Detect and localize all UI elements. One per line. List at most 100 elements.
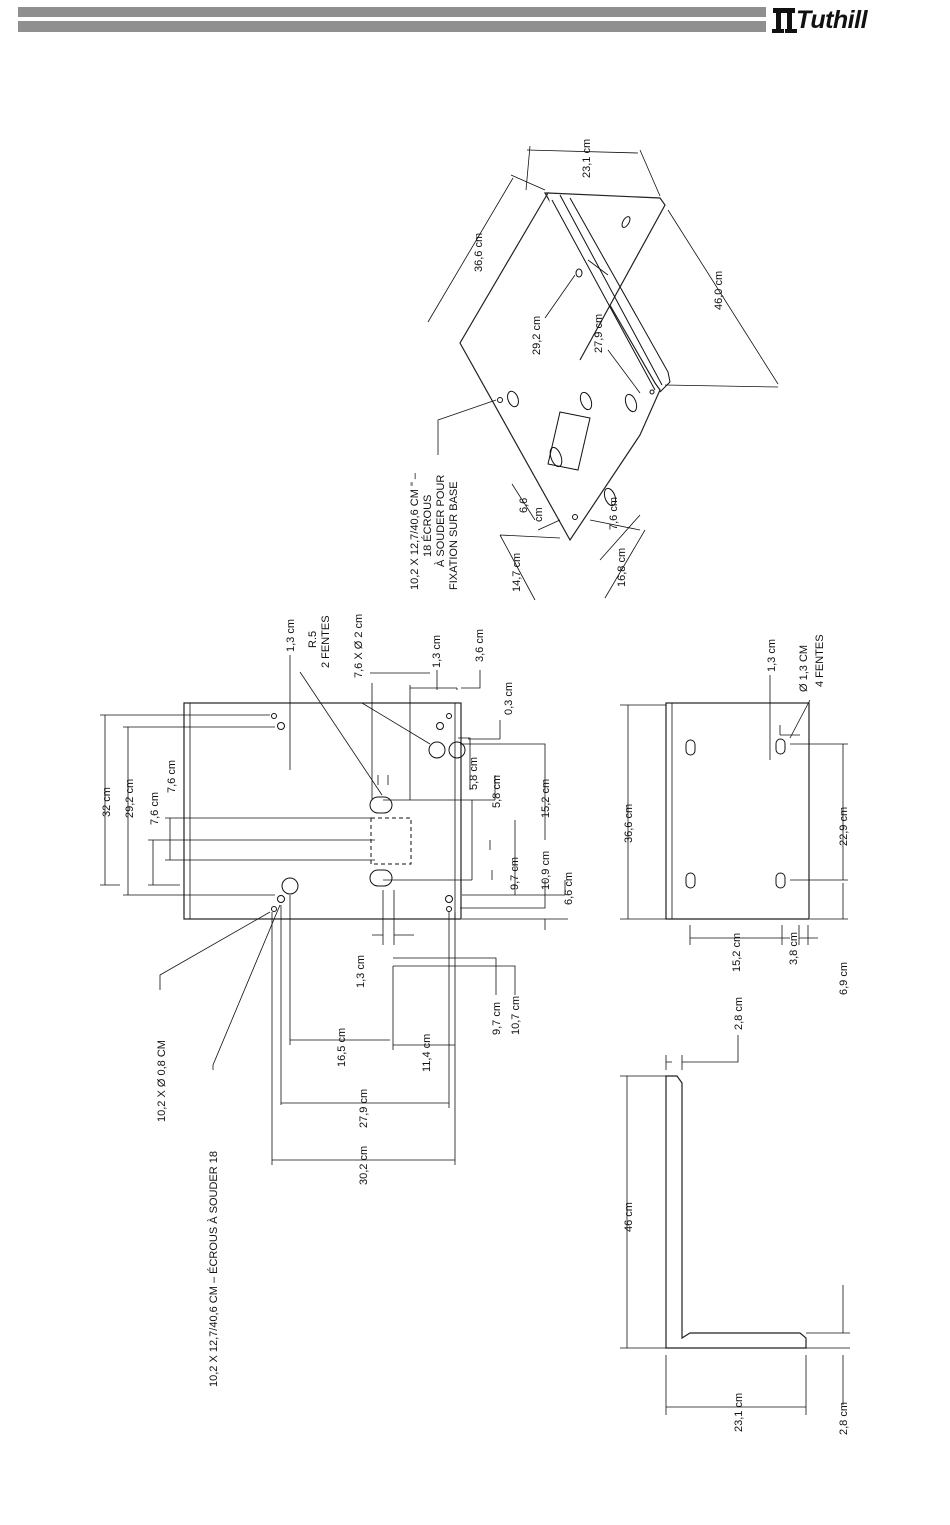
end-dim-46: 46 cm bbox=[623, 1202, 635, 1232]
back-flange-iso bbox=[547, 192, 666, 361]
plan-dim-27-9: 27,9 cm bbox=[358, 1089, 370, 1128]
dim-0-3 bbox=[458, 670, 501, 790]
plan-dim-5-8-a: 5,8 cm bbox=[468, 757, 480, 790]
dim-36-6-side bbox=[620, 704, 666, 920]
slot-1 bbox=[369, 796, 393, 814]
side-dim-22-9: 22,9 cm bbox=[838, 807, 850, 846]
iso-dim-7-6: 7,6 cm bbox=[608, 497, 620, 530]
plan-dim-1-3-mid: 1,3 cm bbox=[355, 955, 367, 988]
header-rule-top bbox=[18, 7, 766, 17]
hole-2 bbox=[446, 713, 452, 719]
iso-note-line-1: 10,2 X 12,7/40,6 CM " – bbox=[409, 472, 421, 590]
side-dim-15-2: 15,2 cm bbox=[731, 933, 743, 972]
dim-plan-top bbox=[289, 655, 458, 800]
iso-dim-36-6: 36,6 cm bbox=[473, 233, 485, 272]
side-dim-1-3: 1,3 cm bbox=[766, 639, 778, 672]
dim-22-9 bbox=[790, 743, 848, 920]
plan-dim-7-6-b: 7,6 cm bbox=[166, 760, 178, 793]
dim-side-top bbox=[769, 675, 811, 760]
plan-2-fentes: 2 FENTES bbox=[320, 615, 332, 668]
end-dim-23-1: 23,1 cm bbox=[733, 1393, 745, 1432]
flange-edges-iso bbox=[551, 194, 671, 393]
nut-3 bbox=[277, 895, 285, 903]
end-view bbox=[620, 1035, 850, 1415]
slot-iso-2 bbox=[579, 391, 593, 411]
dim-7-6 bbox=[148, 817, 375, 886]
iso-note-line-2: 18 ÉCROUS bbox=[421, 495, 434, 557]
slot-iso-3 bbox=[624, 393, 638, 413]
plan-dim-0-3: 0,3 cm bbox=[503, 682, 515, 715]
isometric-view bbox=[427, 145, 779, 601]
tuthill-logo: Tuthill bbox=[772, 4, 902, 36]
plan-dim-16-5: 16,5 cm bbox=[336, 1028, 348, 1067]
plan-dim-6-6: 6,6 cm bbox=[563, 872, 575, 905]
iso-dim-6-6: 6,6 bbox=[518, 498, 530, 513]
plan-dim-9-7-b: 9,7 cm bbox=[491, 1002, 503, 1035]
dim-23-1-end bbox=[665, 1355, 807, 1415]
end-labels: 2,8 cm 46 cm 23,1 cm 2,8 cm bbox=[623, 997, 850, 1435]
end-dim-2-8-bottom: 2,8 cm bbox=[838, 1402, 850, 1435]
nut-iso-3 bbox=[649, 389, 655, 395]
dim-iso-lower bbox=[499, 483, 646, 601]
dim-iso-46-0 bbox=[664, 209, 779, 388]
plan-r5: R.5 bbox=[307, 631, 319, 648]
hole-1 bbox=[271, 713, 277, 719]
iso-dim-16-8: 16,8 cm bbox=[616, 548, 628, 587]
dim-plan-mid bbox=[372, 890, 516, 995]
end-dim-2-8-top: 2,8 cm bbox=[733, 997, 745, 1030]
large-hole-2 bbox=[448, 741, 466, 759]
dim-46 bbox=[620, 1075, 666, 1349]
hole-3 bbox=[271, 906, 277, 912]
dim-iso-36-6 bbox=[427, 174, 546, 323]
leaders-plan bbox=[159, 904, 281, 1070]
hole-iso-2 bbox=[507, 390, 519, 408]
iso-labels: 23,1 cm 36,6 cm 46,0 cm 29,2 cm 27,9 cm … bbox=[409, 139, 725, 592]
side-view bbox=[620, 675, 848, 945]
side-slot-4 bbox=[775, 872, 786, 889]
center-cutout bbox=[370, 817, 412, 865]
dim-plan-right bbox=[460, 743, 568, 930]
side-dia-note: Ø 1,3 CM bbox=[798, 645, 810, 692]
brand-name: Tuthill bbox=[796, 6, 868, 34]
dim-5-8 bbox=[377, 775, 496, 881]
plan-view bbox=[100, 655, 568, 1165]
side-slot-2 bbox=[775, 738, 786, 755]
plan-dim-30-2: 30,2 cm bbox=[358, 1146, 370, 1185]
tuthill-mark-icon bbox=[772, 8, 797, 33]
plan-slot-note: 7,6 X Ø 2 cm bbox=[353, 614, 365, 678]
angle-profile bbox=[665, 1075, 807, 1349]
plan-dim-32: 32 cm bbox=[101, 787, 113, 817]
iso-dim-27-9: 27,9 cm bbox=[593, 314, 605, 353]
plan-dim-3-6: 3,6 cm bbox=[474, 629, 486, 662]
iso-dim-29-2: 29,2 cm bbox=[531, 316, 543, 355]
plan-dim-9-7: 9,7 cm bbox=[509, 857, 521, 890]
nut-iso-1 bbox=[572, 514, 578, 520]
dim-side-bottom bbox=[689, 925, 818, 945]
dim-iso-23-1 bbox=[525, 145, 661, 197]
iso-dim-23-1: 23,1 cm bbox=[581, 139, 593, 178]
plan-dim-29-2: 29,2 cm bbox=[124, 779, 136, 818]
slot-2 bbox=[369, 869, 393, 887]
leader-iso-note bbox=[437, 399, 497, 455]
iso-dim-14-7: 14,7 cm bbox=[511, 553, 523, 592]
plan-dim-1-3-b: 1,3 cm bbox=[431, 635, 443, 668]
dim-29-2 bbox=[123, 726, 275, 896]
dim-plan-bottom bbox=[271, 895, 456, 1165]
plan-note-holes: 10,2 X Ø 0,8 CM bbox=[156, 1040, 168, 1122]
nut-4 bbox=[445, 895, 453, 903]
plate-outline bbox=[183, 702, 462, 920]
plan-dim-5-8-b: 5,8 cm bbox=[491, 775, 503, 808]
dim-iso-29-27 bbox=[544, 259, 641, 394]
iso-dim-46-0: 46,0 cm bbox=[713, 271, 725, 310]
iso-note-line-4: FIXATION SUR BASE bbox=[448, 481, 460, 590]
iso-note-line-3: À SOUDER POUR bbox=[434, 475, 447, 567]
nut-iso-2 bbox=[497, 397, 503, 403]
plan-dim-15-2: 15,2 cm bbox=[540, 779, 552, 818]
side-dim-36-6: 36,6 cm bbox=[623, 804, 635, 843]
dim-2-8-top bbox=[665, 1035, 739, 1070]
plan-note-nuts: 10,2 X 12,7/40,6 CM – ÉCROUS À SOUDER 18 bbox=[207, 1151, 220, 1387]
iso-dim-6-6-unit: cm bbox=[533, 507, 545, 522]
plan-dim-1-3-top: 1,3 cm bbox=[285, 619, 297, 652]
slot-iso-1 bbox=[621, 216, 631, 228]
